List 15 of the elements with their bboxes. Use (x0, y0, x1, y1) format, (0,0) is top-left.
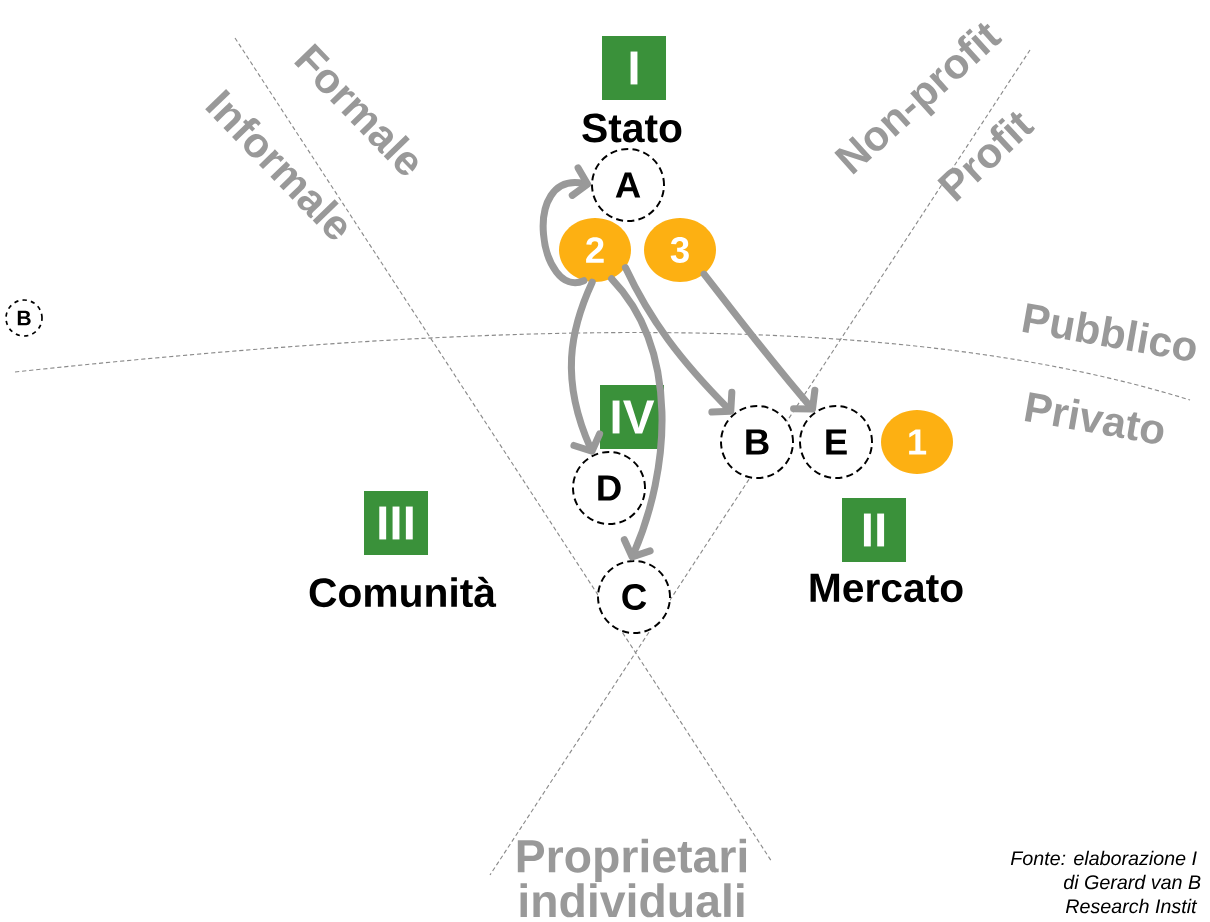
region-label: Privato (1024, 392, 1164, 444)
source-note: Fonte: elaborazione I (1010, 850, 1197, 866)
numeral-box: I (602, 36, 666, 100)
numeral-box: IV (600, 385, 664, 449)
region-label: Pubblico (1022, 303, 1196, 361)
node-heading: Mercato (810, 573, 963, 603)
source-note: di Gerard van B (1063, 874, 1201, 890)
numeral-box: III (364, 491, 428, 555)
numeral-box: II (842, 498, 906, 562)
arrow (539, 164, 592, 287)
source-note: Research Instit (1065, 898, 1198, 914)
region-label: Proprietari individuali (517, 838, 746, 918)
node-heading: Comunità (309, 576, 497, 608)
node-heading: Stato (582, 113, 682, 143)
arrow (608, 275, 666, 561)
